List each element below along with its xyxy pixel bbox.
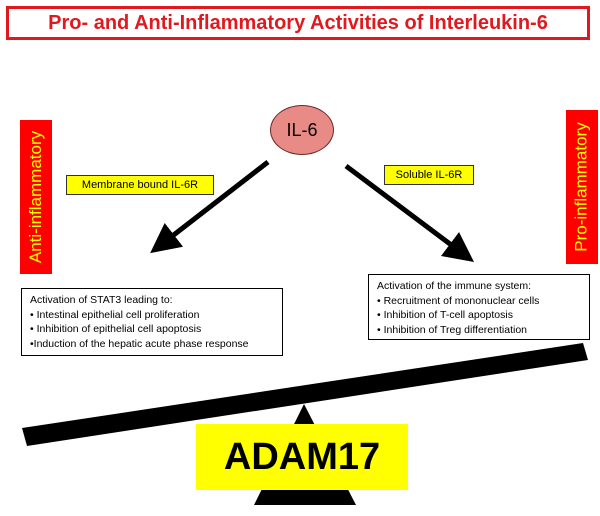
membrane-il6r-label: Membrane bound IL-6R bbox=[66, 175, 214, 195]
arrow-right bbox=[344, 164, 474, 262]
immune-activation-box: Activation of the immune system: • Recru… bbox=[368, 274, 590, 340]
stat3-item: •Induction of the hepatic acute phase re… bbox=[30, 337, 249, 350]
immune-item: • Recruitment of mononuclear cells bbox=[377, 294, 540, 307]
immune-heading: Activation of the immune system: bbox=[377, 280, 532, 292]
immune-item: • Inhibition of Treg differentiation bbox=[377, 323, 527, 336]
adam17-label-box: ADAM17 bbox=[196, 424, 408, 490]
arrow-left bbox=[150, 160, 270, 254]
stat3-item: • Intestinal epithelial cell proliferati… bbox=[30, 308, 200, 321]
stat3-heading: Activation of STAT3 leading to: bbox=[30, 294, 173, 306]
anti-inflammatory-bar: Anti-inflammatory bbox=[20, 120, 52, 274]
membrane-il6r-text: Membrane bound IL-6R bbox=[81, 179, 199, 191]
balance-beam bbox=[22, 343, 588, 446]
anti-inflammatory-label: Anti-inflammatory bbox=[26, 130, 46, 264]
stat3-activation-box: Activation of STAT3 leading to: • Intest… bbox=[21, 288, 283, 356]
il6-node: IL-6 bbox=[270, 105, 334, 155]
pro-inflammatory-bar: Pro-inflammatory bbox=[566, 110, 598, 264]
adam17-label: ADAM17 bbox=[223, 435, 381, 478]
pro-inflammatory-label: Pro-inflammatory bbox=[572, 122, 592, 252]
title-box: Pro- and Anti-Inflammatory Activities of… bbox=[6, 6, 590, 40]
stat3-item: • Inhibition of epithelial cell apoptosi… bbox=[30, 323, 202, 335]
immune-item: • Inhibition of T-cell apoptosis bbox=[377, 309, 513, 321]
soluble-il6r-label: Soluble IL-6R bbox=[384, 165, 474, 185]
il6-label: IL-6 bbox=[286, 119, 318, 140]
diagram-title: Pro- and Anti-Inflammatory Activities of… bbox=[48, 11, 548, 34]
soluble-il6r-text: Soluble IL-6R bbox=[395, 169, 463, 181]
